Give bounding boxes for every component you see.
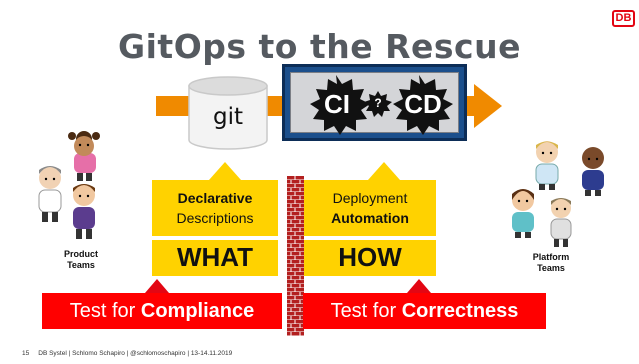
platform-teams-people-icon	[512, 141, 604, 247]
red-arrow-left	[145, 279, 169, 293]
footer: 15 DB Systel | Schlomo Schapiro | @schlo…	[22, 350, 232, 357]
brick-wall-divider	[287, 176, 304, 336]
deployment-label: Deployment	[332, 190, 408, 206]
slide-title: GitOps to the Rescue	[118, 27, 521, 66]
product-teams-people-icon	[38, 131, 100, 239]
database-icon	[188, 76, 268, 150]
test-correctness-prefix: Test for	[330, 300, 402, 322]
platform-label: Platform	[532, 252, 570, 262]
teams-label-left: Teams	[67, 260, 95, 270]
test-compliance-banner: Test for Compliance	[42, 293, 282, 329]
question-burst-icon	[364, 91, 392, 117]
test-correctness-emph: Correctness	[401, 300, 519, 322]
footer-text: DB Systel | Schlomo Schapiro | @schlomos…	[38, 350, 233, 357]
ci-label: CI	[324, 89, 350, 119]
deployment-automation-box: Deployment Automation	[304, 180, 436, 236]
test-compliance-prefix: Test for	[69, 300, 141, 322]
what-box: WHAT	[152, 240, 278, 276]
declarative-descriptions-box: Declarative Descriptions	[152, 180, 278, 236]
product-teams-label: Product Teams	[56, 249, 106, 271]
pipeline-arrow-head	[474, 84, 502, 128]
test-correctness-banner: Test for Correctness	[303, 293, 546, 329]
ci-burst-icon	[310, 75, 370, 135]
ci-cd-panel: CI ? CD	[290, 72, 459, 135]
descriptions-label: Descriptions	[176, 210, 254, 226]
product-label: Product	[63, 249, 98, 259]
question-label: ?	[374, 96, 382, 110]
cd-burst-icon	[393, 75, 453, 135]
declarative-label: Declarative	[177, 190, 253, 206]
ci-cd-box: CI ? CD	[282, 64, 467, 141]
cd-label: CD	[404, 89, 442, 119]
page-number: 15	[22, 350, 30, 357]
db-logo: DB	[612, 10, 635, 27]
platform-teams-label: Platform Teams	[523, 252, 579, 274]
up-arrow-right	[368, 162, 400, 180]
automation-label: Automation	[331, 210, 409, 226]
teams-label-right: Teams	[537, 263, 565, 273]
git-label: git	[212, 104, 243, 130]
red-arrow-right	[407, 279, 431, 293]
test-compliance-emph: Compliance	[140, 300, 255, 322]
how-box: HOW	[304, 240, 436, 276]
up-arrow-left	[209, 162, 241, 180]
